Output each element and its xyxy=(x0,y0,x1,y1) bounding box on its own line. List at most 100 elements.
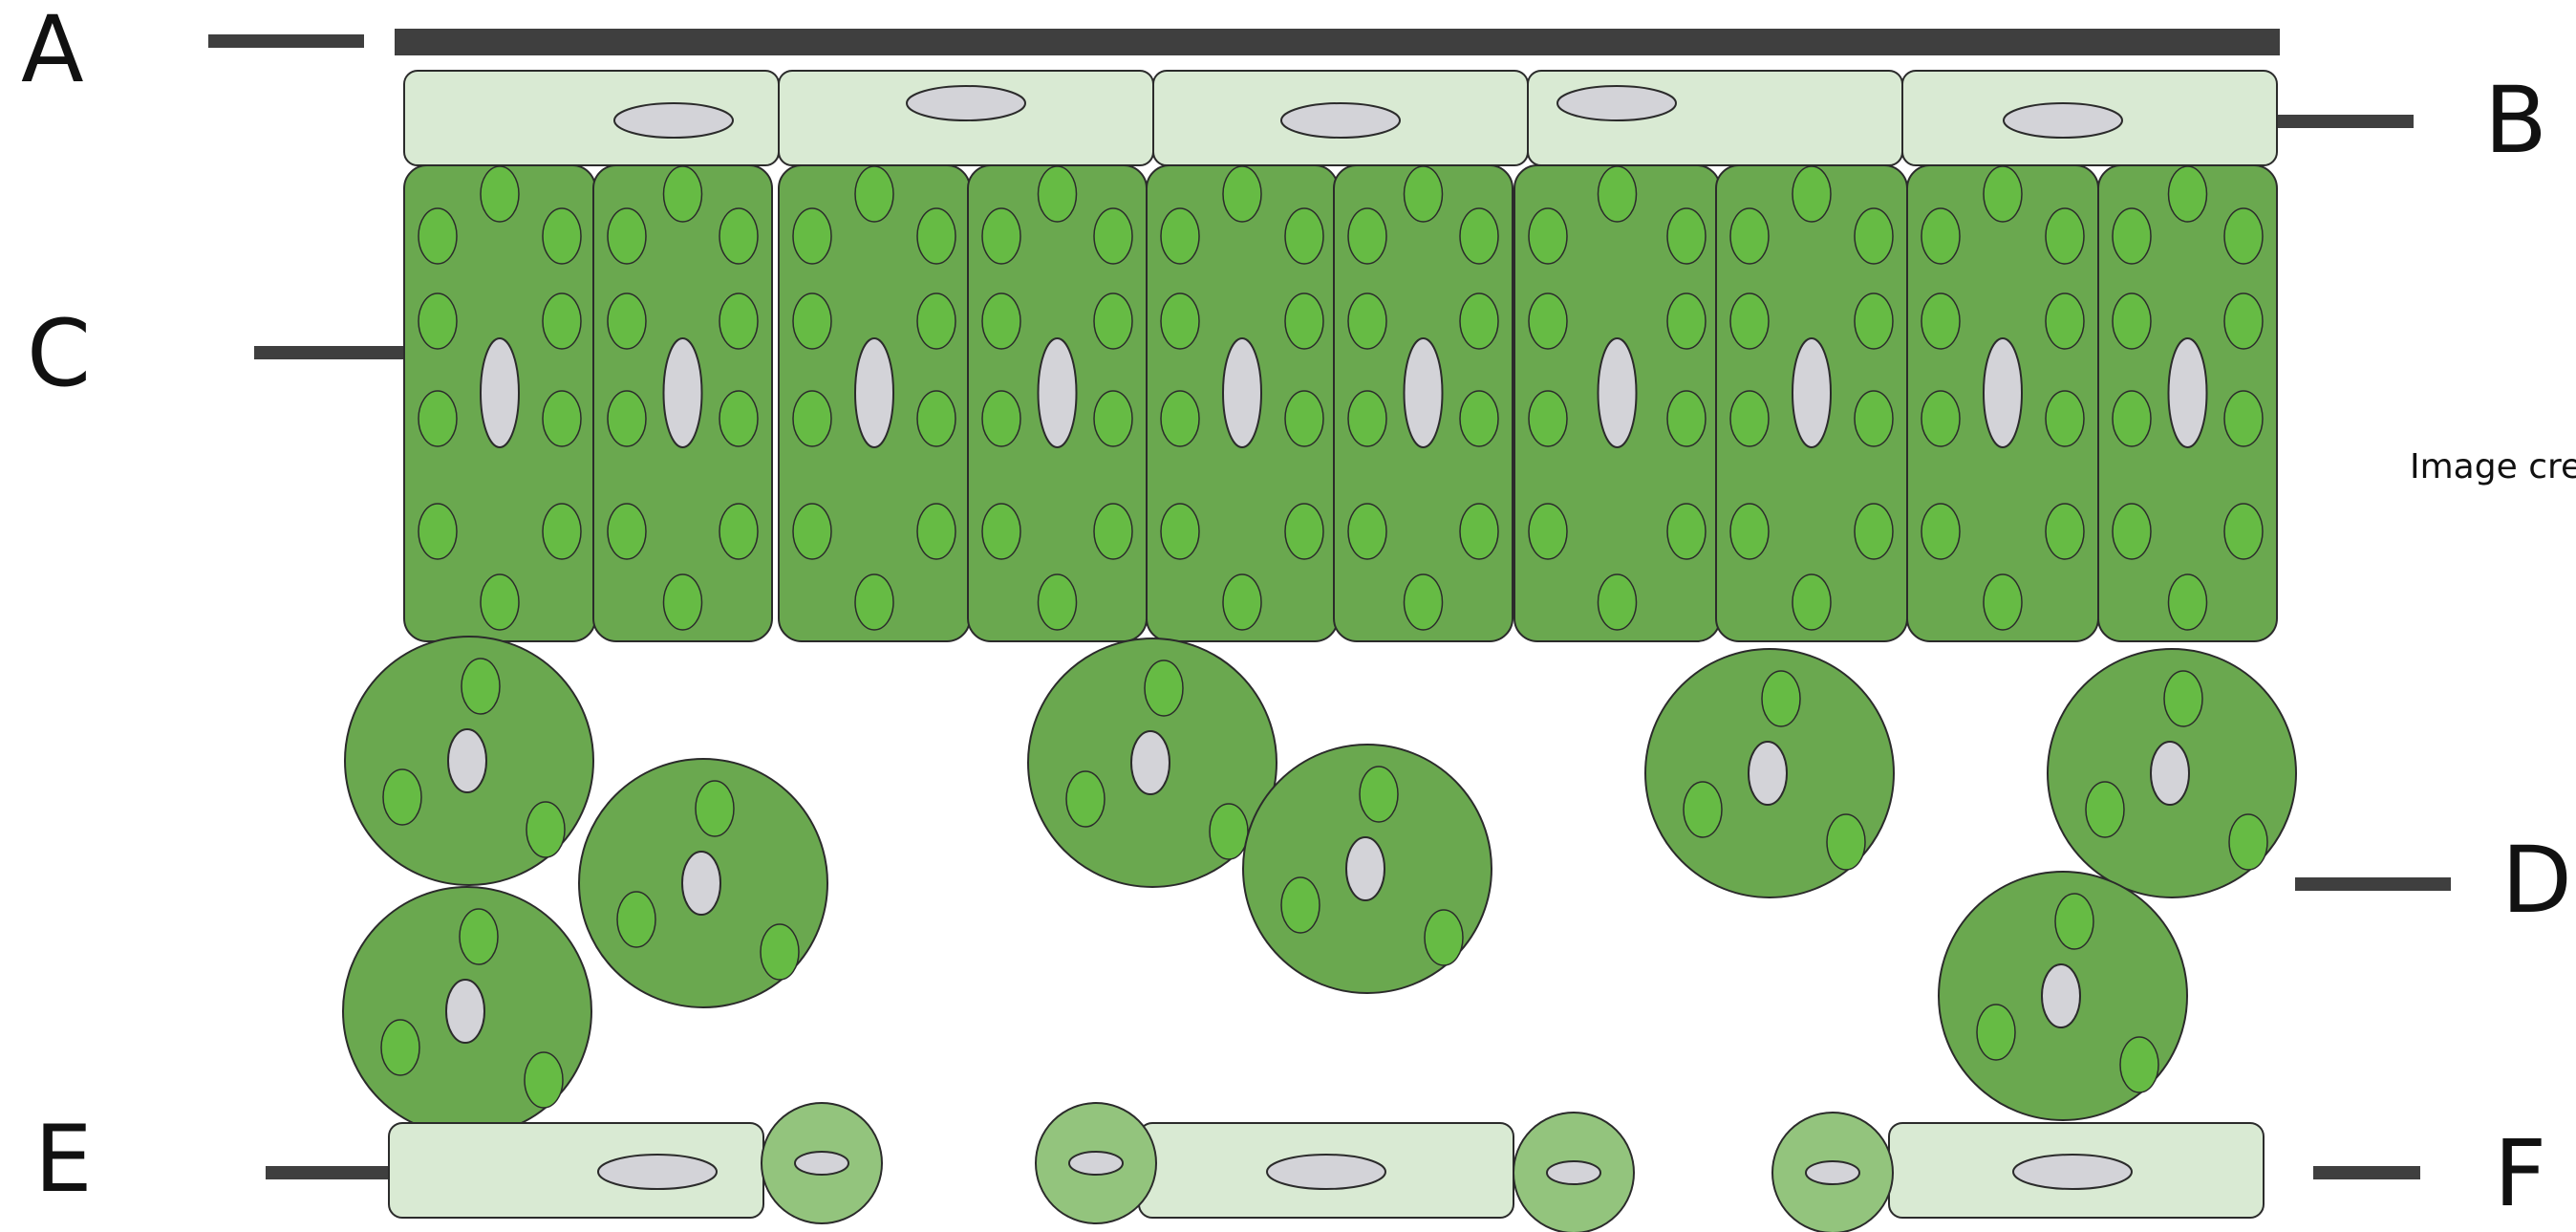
chloroplast xyxy=(1529,504,1567,559)
chloroplast xyxy=(1667,504,1706,559)
chloroplast xyxy=(608,391,646,446)
guard-cell-nucleus xyxy=(795,1152,848,1175)
chloroplast xyxy=(1529,293,1567,349)
chloroplast xyxy=(917,504,955,559)
chloroplast xyxy=(2224,208,2263,264)
spongy-nucleus xyxy=(682,852,720,915)
chloroplast xyxy=(2224,391,2263,446)
chloroplast xyxy=(761,924,799,980)
chloroplast xyxy=(1460,504,1498,559)
chloroplast xyxy=(2224,293,2263,349)
chloroplast xyxy=(982,293,1020,349)
chloroplast xyxy=(917,391,955,446)
chloroplast xyxy=(419,293,457,349)
palisade-nucleus xyxy=(1984,338,2022,447)
spongy-nucleus xyxy=(1749,742,1787,805)
chloroplast xyxy=(1094,391,1132,446)
chloroplast xyxy=(1348,208,1386,264)
chloroplast xyxy=(696,781,734,836)
chloroplast xyxy=(2113,293,2151,349)
chloroplast xyxy=(1984,166,2022,222)
palisade-nucleus xyxy=(1223,338,1261,447)
chloroplast xyxy=(719,208,758,264)
chloroplast xyxy=(1921,208,1960,264)
chloroplast xyxy=(1285,208,1323,264)
chloroplast xyxy=(2046,293,2084,349)
chloroplast xyxy=(1792,574,1831,630)
chloroplast xyxy=(2224,504,2263,559)
chloroplast xyxy=(481,574,519,630)
chloroplast xyxy=(481,166,519,222)
chloroplast xyxy=(855,574,893,630)
palisade-nucleus xyxy=(855,338,893,447)
chloroplast xyxy=(543,391,581,446)
chloroplast xyxy=(462,659,500,714)
chloroplast xyxy=(2046,504,2084,559)
chloroplast xyxy=(982,391,1020,446)
label-d: D xyxy=(2501,834,2572,926)
guard-cell-nucleus xyxy=(1069,1152,1123,1175)
leader-line-b xyxy=(2258,115,2414,128)
chloroplast xyxy=(1730,293,1769,349)
lower-epidermis-nucleus xyxy=(1267,1155,1385,1189)
chloroplast xyxy=(1348,391,1386,446)
chloroplast xyxy=(525,1052,563,1108)
chloroplast xyxy=(419,208,457,264)
chloroplast xyxy=(1285,504,1323,559)
chloroplast xyxy=(1977,1005,2015,1060)
chloroplast xyxy=(1921,504,1960,559)
chloroplast xyxy=(1348,293,1386,349)
chloroplast xyxy=(1730,504,1769,559)
chloroplast xyxy=(1855,504,1893,559)
chloroplast xyxy=(719,293,758,349)
chloroplast xyxy=(460,909,498,964)
chloroplast xyxy=(608,208,646,264)
palisade-nucleus xyxy=(481,338,519,447)
chloroplast xyxy=(1161,208,1199,264)
palisade-nucleus xyxy=(1039,338,1077,447)
chloroplast xyxy=(2113,504,2151,559)
cuticle xyxy=(395,29,2280,55)
chloroplast xyxy=(1039,574,1077,630)
chloroplast xyxy=(1667,391,1706,446)
label-e: E xyxy=(34,1113,93,1205)
leader-line-c xyxy=(254,346,410,359)
upper-epidermis-nucleus xyxy=(1281,103,1400,138)
chloroplast xyxy=(664,166,702,222)
chloroplast xyxy=(1529,208,1567,264)
chloroplast xyxy=(1984,574,2022,630)
chloroplast xyxy=(1921,391,1960,446)
upper-epidermis-nucleus xyxy=(907,86,1025,120)
chloroplast xyxy=(2229,814,2267,870)
guard-cell-nucleus xyxy=(1547,1161,1600,1184)
upper-epidermis-nucleus xyxy=(614,103,733,138)
chloroplast xyxy=(1066,771,1105,827)
palisade-nucleus xyxy=(664,338,702,447)
chloroplast xyxy=(1460,293,1498,349)
chloroplast xyxy=(1730,208,1769,264)
chloroplast xyxy=(1762,671,1800,726)
chloroplast xyxy=(1460,391,1498,446)
chloroplast xyxy=(1161,504,1199,559)
chloroplast xyxy=(719,391,758,446)
chloroplast xyxy=(1039,166,1077,222)
lower-epidermis-nucleus xyxy=(598,1155,717,1189)
chloroplast xyxy=(2055,894,2093,949)
chloroplast xyxy=(608,293,646,349)
chloroplast xyxy=(1094,504,1132,559)
chloroplast xyxy=(1161,293,1199,349)
chloroplast xyxy=(1730,391,1769,446)
palisade-nucleus xyxy=(1599,338,1637,447)
chloroplast xyxy=(793,391,831,446)
chloroplast xyxy=(2169,166,2207,222)
chloroplast xyxy=(543,293,581,349)
chloroplast xyxy=(1684,782,1722,837)
spongy-nucleus xyxy=(1131,731,1170,794)
chloroplast xyxy=(1827,814,1865,870)
chloroplast xyxy=(2113,208,2151,264)
chloroplast xyxy=(1792,166,1831,222)
chloroplast xyxy=(1094,208,1132,264)
chloroplast xyxy=(1210,804,1248,859)
chloroplast xyxy=(917,293,955,349)
